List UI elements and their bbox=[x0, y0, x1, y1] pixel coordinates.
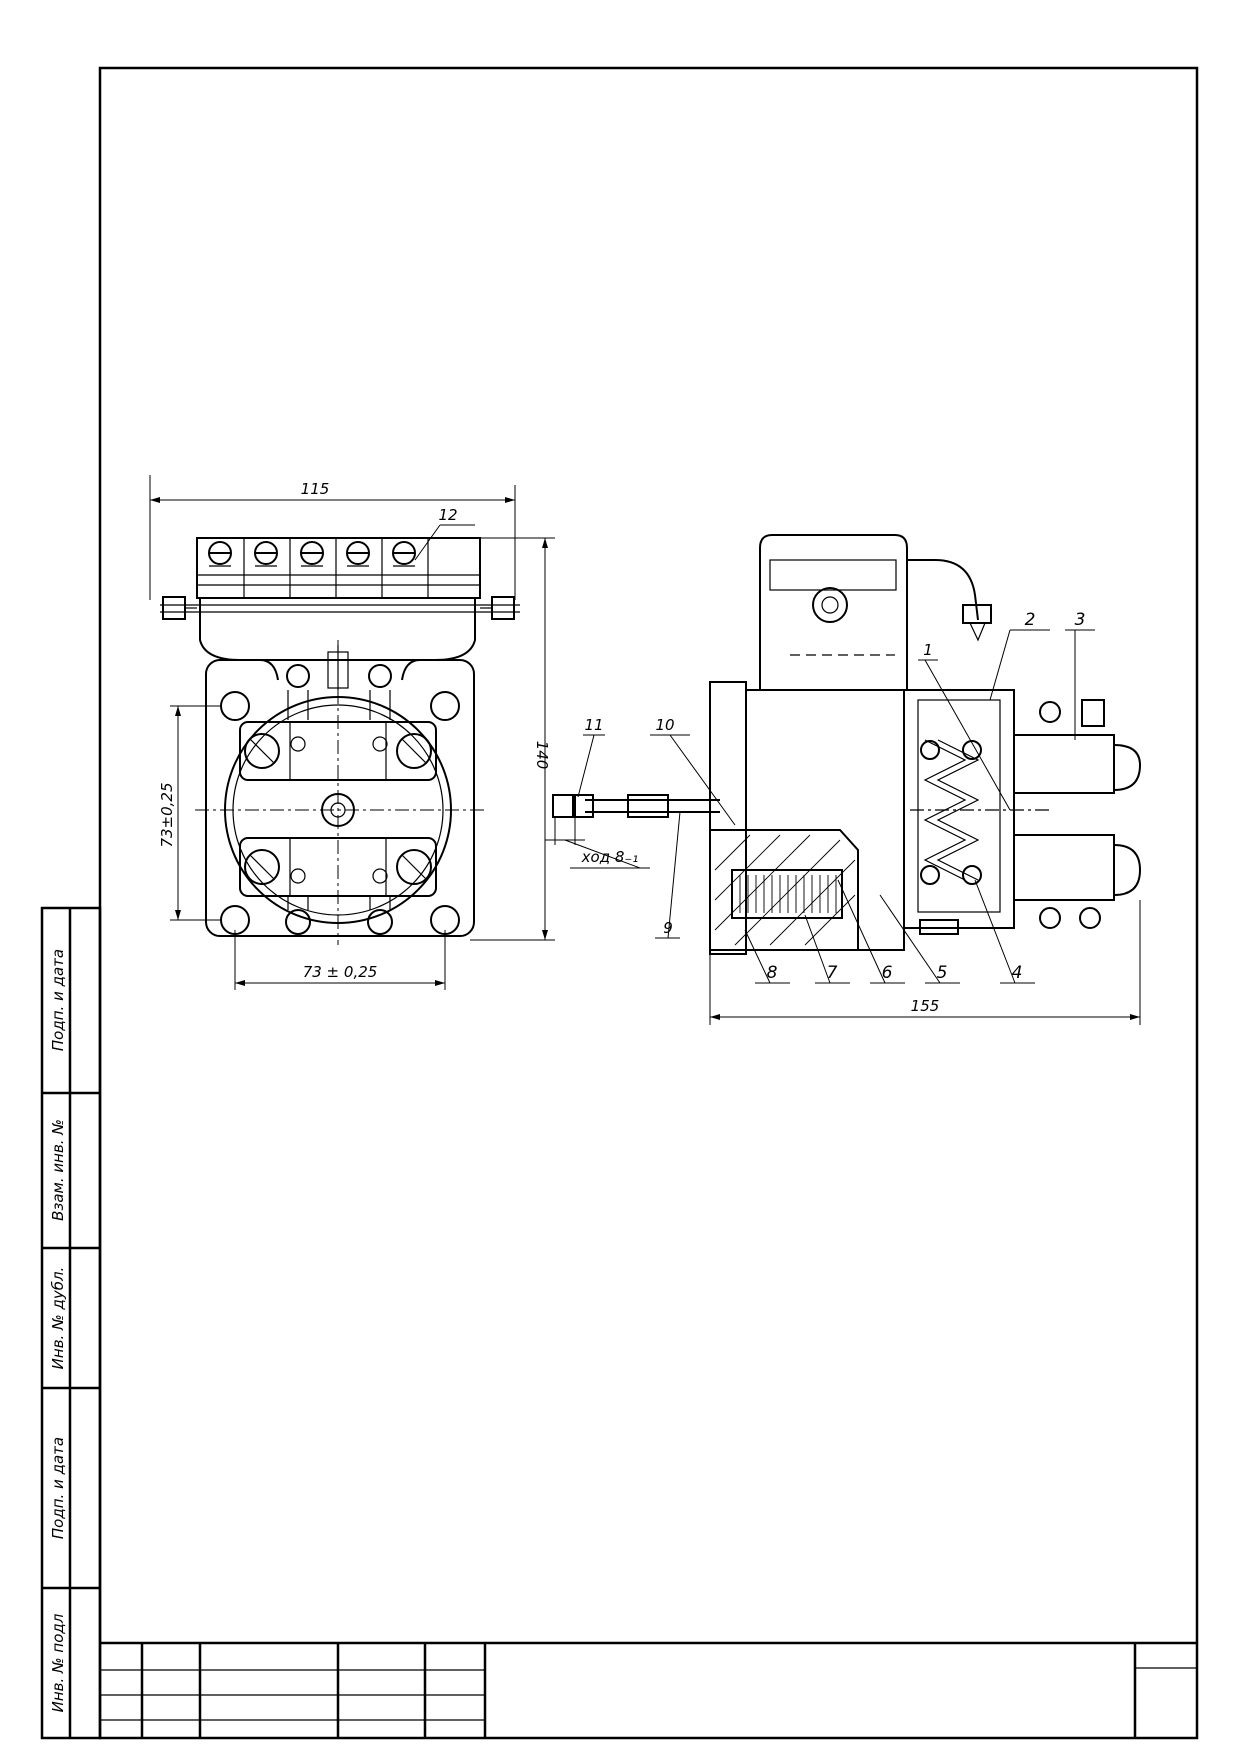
callout-5: 5 bbox=[937, 963, 948, 983]
callout-3: 3 bbox=[1075, 610, 1086, 630]
callout-11: 11 bbox=[584, 716, 603, 734]
margin-field-orig-inv: Инв. № подл bbox=[49, 1613, 67, 1712]
side-dimensions bbox=[545, 629, 1141, 1025]
dim-width-top: 115 bbox=[301, 480, 330, 498]
side-view bbox=[552, 534, 1142, 955]
dim-stroke: ход 8₋₁ bbox=[581, 848, 639, 866]
callout-6: 6 bbox=[882, 963, 893, 983]
dim-mount-horizontal: 73 ± 0,25 bbox=[303, 963, 378, 981]
callout-4: 4 bbox=[1012, 963, 1023, 983]
margin-field-sign-date-2: Подп. и дата bbox=[49, 1437, 67, 1539]
callout-7: 7 bbox=[827, 963, 838, 983]
margin-field-replace-inv: Взам. инв. № bbox=[49, 1119, 67, 1221]
front-dimensions bbox=[149, 475, 555, 990]
sheet-border bbox=[98, 66, 1199, 1740]
front-view bbox=[160, 537, 520, 945]
left-margin-strip bbox=[40, 906, 102, 1740]
dim-mount-vertical: 73±0,25 bbox=[158, 782, 176, 847]
margin-field-dup-inv: Инв. № дубл. bbox=[49, 1267, 67, 1370]
margin-field-sign-date-1: Подп. и дата bbox=[49, 949, 67, 1051]
callout-1: 1 bbox=[923, 641, 933, 659]
dim-height-total: 140 bbox=[533, 741, 551, 770]
callout-10: 10 bbox=[655, 716, 674, 734]
callout-8: 8 bbox=[767, 963, 778, 983]
title-block bbox=[100, 1641, 1197, 1738]
callout-9: 9 bbox=[663, 919, 673, 937]
dim-length-side: 155 bbox=[911, 997, 940, 1015]
callout-12: 12 bbox=[438, 506, 457, 524]
callout-2: 2 bbox=[1025, 610, 1036, 630]
